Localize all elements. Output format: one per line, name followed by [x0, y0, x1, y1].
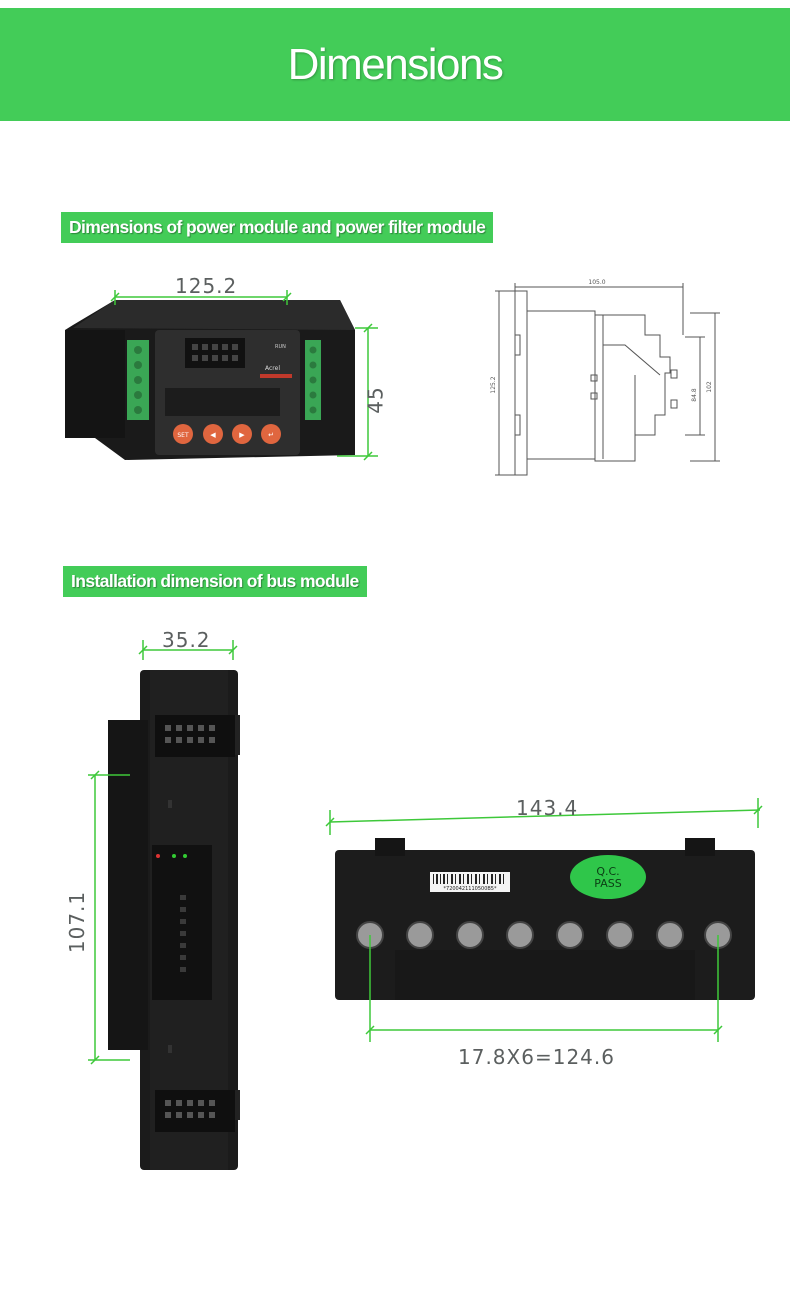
qc-line2: PASS	[594, 877, 621, 890]
bus-module-width-label: 35.2	[162, 628, 211, 652]
right-button-label: ▶	[239, 431, 245, 439]
header-banner: Dimensions	[0, 8, 790, 121]
drawing-right-label: 102	[706, 381, 713, 393]
bus-module-length-label: 107.1	[65, 890, 90, 954]
drawing-top-label: 105.0	[588, 279, 605, 286]
section-label-power-module: Dimensions of power module and power fil…	[61, 212, 494, 243]
run-label: RUN	[275, 344, 286, 350]
drawing-inner-label: 84.8	[691, 388, 698, 402]
barcode-text: *7200421110500B5*	[444, 886, 497, 892]
qc-line1: Q.C.	[596, 865, 619, 878]
enter-button-label: ↵	[268, 431, 274, 439]
bus-module-pitch-label: 17.8X6=124.6	[458, 1045, 615, 1069]
bus-module-horizontal-photo: *7200421110500B5* Q.C. PASS	[325, 790, 770, 1050]
brand-label: Acrel	[265, 365, 280, 372]
section-label-bus-module: Installation dimension of bus module	[63, 566, 367, 597]
power-module-drawing: 105.0 125.2 84.8 102	[485, 275, 725, 480]
power-module-width-label: 125.2	[175, 274, 238, 298]
set-button-label: SET	[177, 432, 189, 439]
drawing-left-label: 125.2	[490, 376, 497, 393]
bus-module-vertical-photo	[80, 630, 255, 1175]
bus-module-total-length-label: 143.4	[516, 796, 579, 820]
left-button-label: ◀	[210, 431, 216, 439]
page-title: Dimensions	[287, 40, 504, 89]
power-module-photo: RUN Acrel SET ◀ ▶ ↵	[55, 270, 395, 470]
power-module-height-label: 45	[363, 386, 388, 414]
